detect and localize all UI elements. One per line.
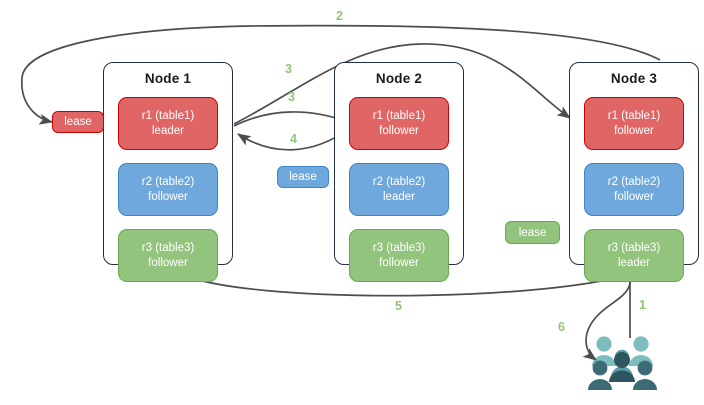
- edge-step-6: [582, 269, 631, 361]
- step-label-6: 6: [558, 320, 565, 334]
- replica-label: r3 (table3)follower: [141, 242, 195, 269]
- replica-box-r2[interactable]: r2 (table2)follower: [584, 163, 684, 216]
- lease-chip-table2[interactable]: lease: [277, 166, 329, 188]
- replica-box-r1[interactable]: r1 (table1)follower: [584, 97, 684, 150]
- replica-box-r3[interactable]: r3 (table3)leader: [584, 229, 684, 282]
- replica-label: r1 (table1)follower: [607, 110, 661, 137]
- step-label-3-node2: 3: [288, 90, 295, 104]
- step-label-4: 4: [290, 132, 297, 146]
- replica-label: r2 (table2)leader: [372, 176, 426, 203]
- lease-chip-table1[interactable]: lease: [52, 111, 104, 133]
- replica-box-r2[interactable]: r2 (table2)leader: [349, 163, 449, 216]
- replica-label: r1 (table1)follower: [372, 110, 426, 137]
- replica-label: r3 (table3)follower: [372, 242, 426, 269]
- replica-box-r3[interactable]: r3 (table3)follower: [118, 229, 218, 282]
- replica-label: r3 (table3)leader: [607, 242, 661, 269]
- replica-box-r2[interactable]: r2 (table2)follower: [118, 163, 218, 216]
- node-title: Node 1: [144, 71, 192, 86]
- node-title: Node 3: [610, 71, 658, 86]
- node-title: Node 2: [375, 71, 423, 86]
- step-label-2: 2: [336, 9, 343, 23]
- step-label-5: 5: [395, 299, 402, 313]
- step-label-3-node3: 3: [285, 62, 292, 76]
- replica-label: r1 (table1)leader: [141, 110, 195, 137]
- node-panel-1[interactable]: Node 1 r1 (table1)leader r2 (table2)foll…: [103, 62, 233, 282]
- edge-step-3-node3: [233, 43, 571, 125]
- replica-label: r2 (table2)follower: [141, 176, 195, 203]
- replica-box-r1[interactable]: r1 (table1)follower: [349, 97, 449, 150]
- replica-box-r1[interactable]: r1 (table1)leader: [118, 97, 218, 150]
- node-panel-2[interactable]: Node 2 r1 (table1)follower r2 (table2)le…: [334, 62, 464, 282]
- replica-box-r3[interactable]: r3 (table3)follower: [349, 229, 449, 282]
- node-panel-3[interactable]: Node 3 r1 (table1)follower r2 (table2)fo…: [569, 62, 699, 282]
- edge-step-2: [21, 24, 661, 125]
- step-label-1: 1: [639, 298, 646, 312]
- lease-chip-table3[interactable]: lease: [505, 221, 560, 244]
- replica-label: r2 (table2)follower: [607, 176, 661, 203]
